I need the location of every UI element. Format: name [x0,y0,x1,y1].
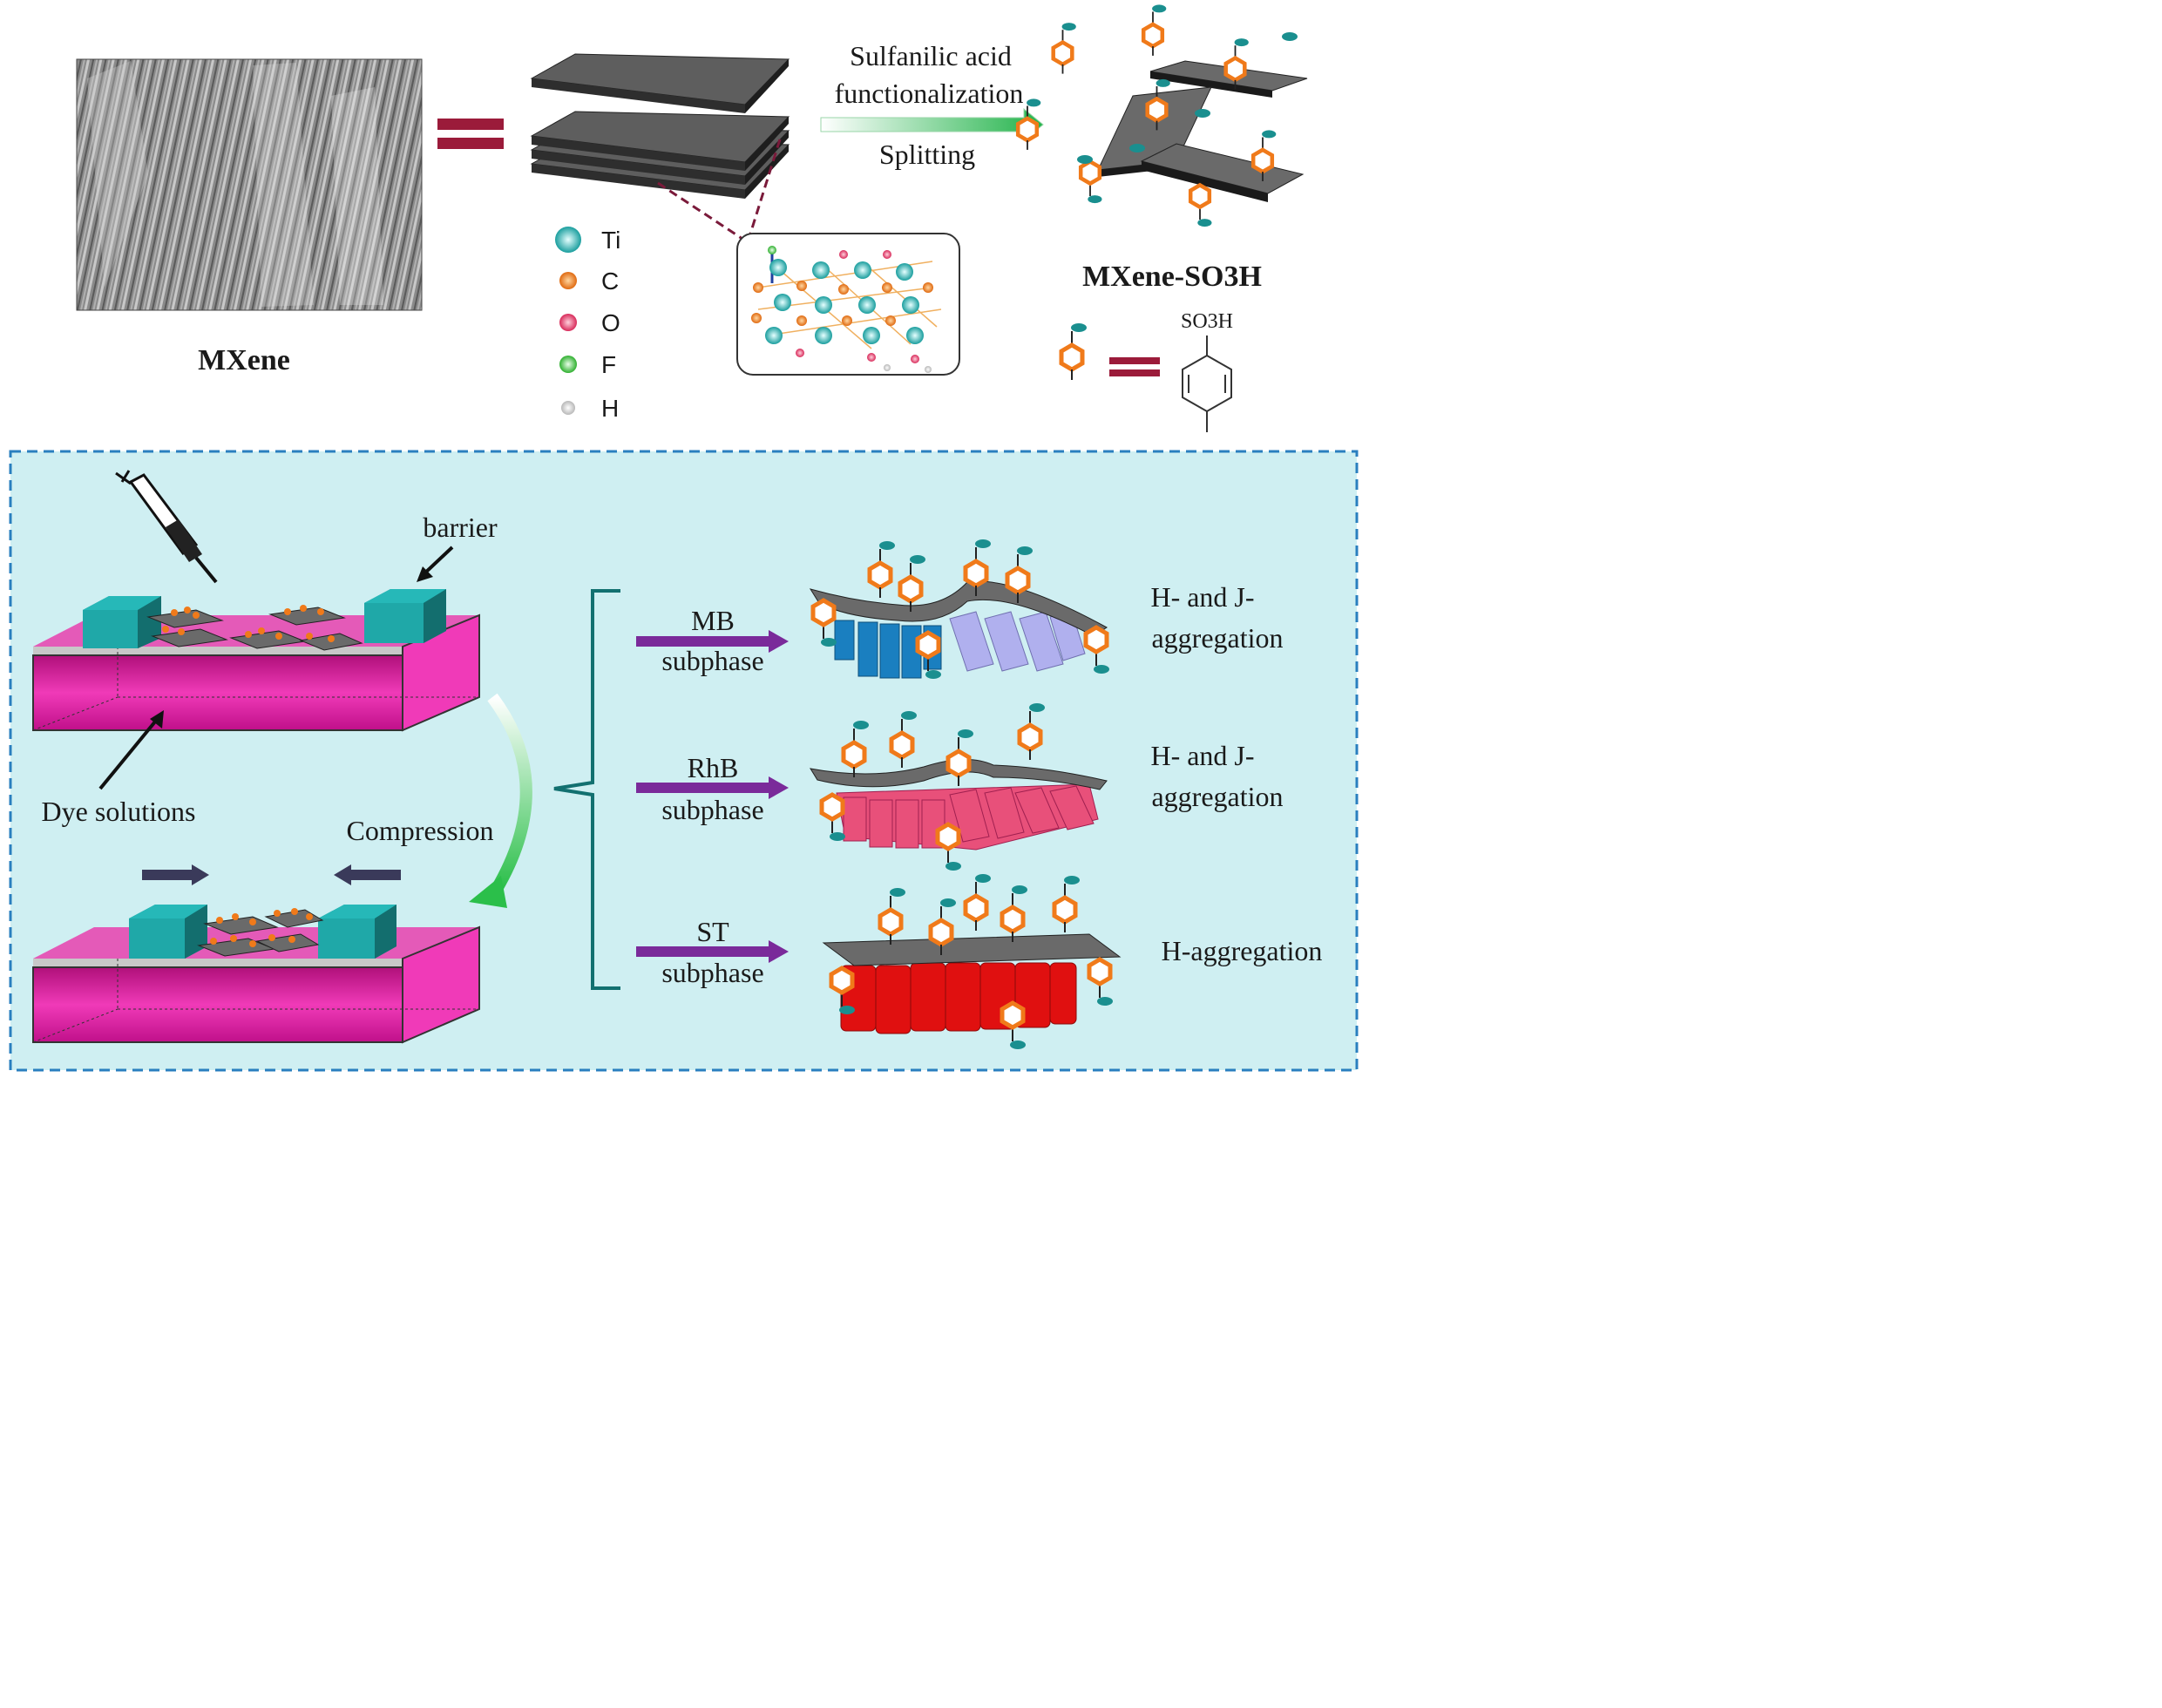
barrier-left-lower [129,905,207,959]
rhb-aggregate [809,703,1108,871]
so3h-label: SO3H [1181,310,1233,333]
sem-image [76,58,423,311]
c-atom-icon [559,272,577,289]
rhb-result-2: aggregation [1151,781,1283,812]
crystal-structure-inset [736,233,960,376]
rhb-subphase-label: subphase [661,794,763,825]
arrow-mb [636,630,789,653]
arrow-st [636,940,789,963]
floating-sheets-upper [146,605,363,651]
product-label: MXene-SO3H [1082,261,1262,293]
arrow-label-2: functionalization [835,78,1024,109]
st-subphase-label: subphase [661,957,763,988]
rhb-label: RhB [688,752,739,783]
dye-label: Dye solutions [42,796,196,827]
branch-brace [553,589,620,990]
o-atom-icon [559,314,577,331]
figure-canvas: MXene Ti C O F H [9,0,1359,1072]
mxene-so3h-cluster [1018,4,1308,227]
mb-subphase-label: subphase [661,645,763,676]
barrier-label: barrier [423,512,498,543]
curved-compression-arrow [469,693,532,908]
barrier-arrow [421,546,454,577]
legend-h: H [601,395,619,422]
floating-sheets-lower [197,908,324,957]
arrow-label-1: Sulfanilic acid [850,40,1012,71]
zoom-lines [657,139,782,244]
arrow-label-3: Splitting [879,139,975,170]
legend-c: C [601,268,619,295]
compression-arrow-left [334,864,401,885]
benzene-definition [1061,323,1232,432]
functionalization-arrow [820,107,1044,142]
syringe-icon [115,470,218,584]
dye-arrow [98,715,161,790]
equals-sign [437,119,504,149]
st-aggregate [822,874,1122,1049]
mxene-layer-stack [530,53,790,199]
st-result-1: H-aggregation [1162,935,1323,966]
compression-arrow-right [142,864,209,885]
legend-o: O [601,309,620,336]
barrier-arrowhead [417,566,433,582]
f-atom-icon [559,356,577,373]
ti-atom-icon [555,227,581,253]
compression-label: Compression [347,815,494,846]
barrier-right-lower [318,905,396,959]
h-atom-icon [561,401,575,415]
barrier-right [364,589,446,643]
st-label: ST [696,916,729,947]
arrow-rhb [636,776,789,799]
rhb-result-1: H- and J- [1150,740,1254,771]
dye-arrowhead [150,710,164,729]
mb-result-2: aggregation [1151,622,1283,654]
atom-legend: Ti C O F H [555,227,620,422]
mb-aggregate [809,539,1109,679]
mb-result-1: H- and J- [1150,581,1254,613]
barrier-left [83,596,161,648]
mb-label: MB [691,605,735,636]
legend-ti: Ti [601,227,620,254]
legend-f: F [601,351,616,378]
sem-caption: MXene [198,344,290,376]
